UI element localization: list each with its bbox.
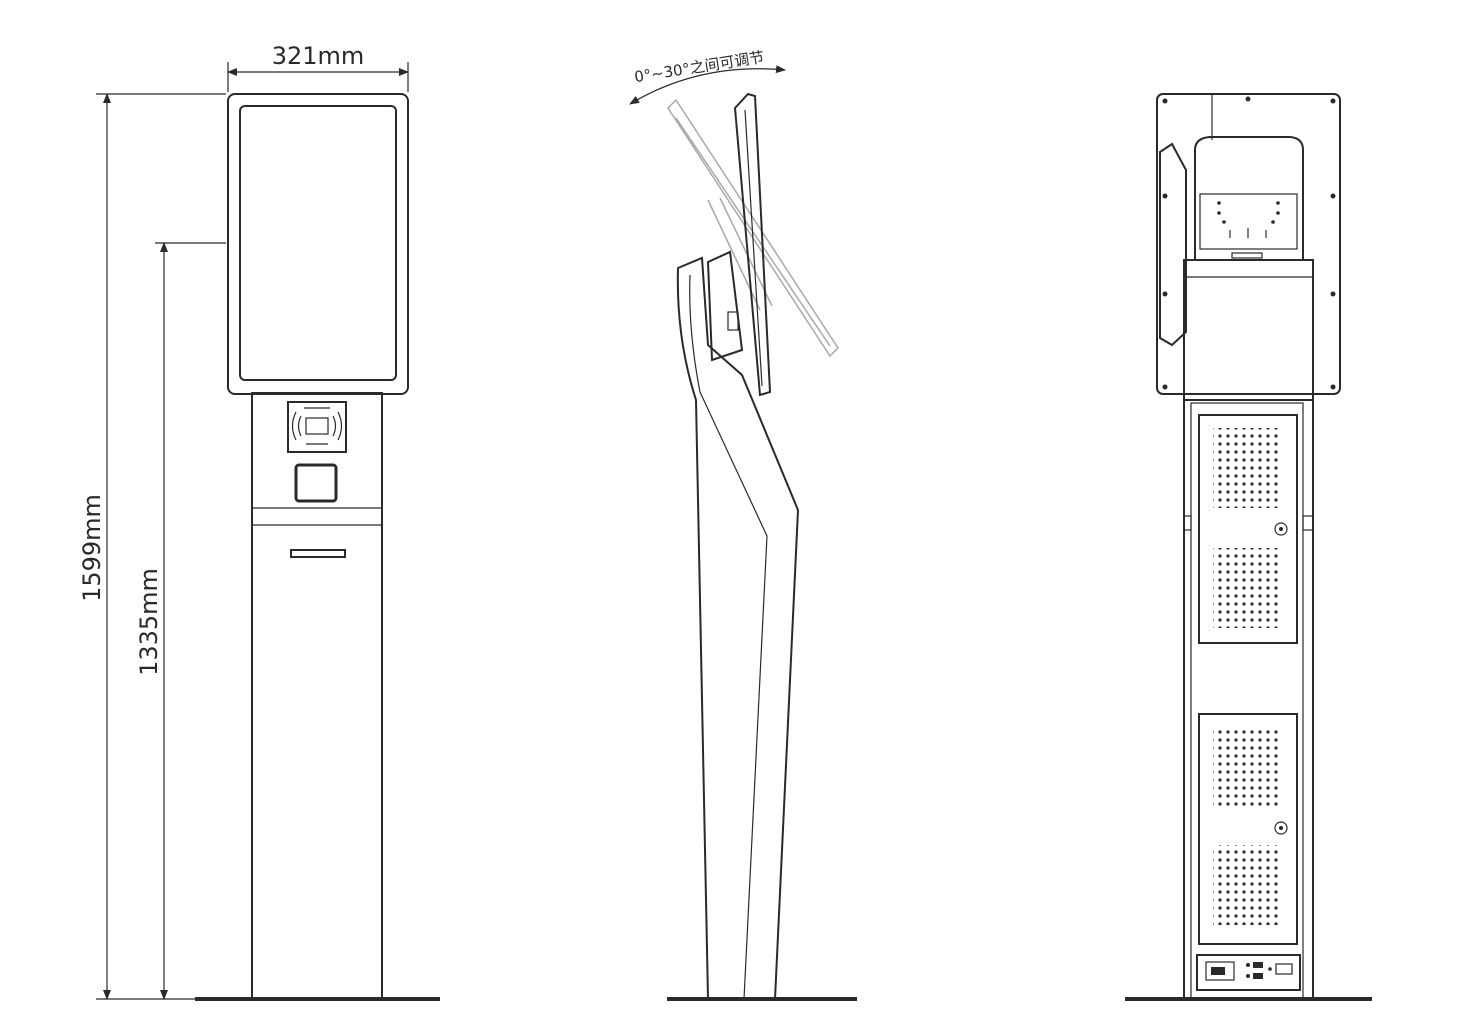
total-height-dimension: 1599mm: [78, 93, 250, 1000]
side-bracket: [706, 250, 744, 362]
front-pedestal: [251, 392, 383, 1000]
vesa-plate: [1199, 193, 1298, 250]
screen-height-dimension: 1335mm: [135, 242, 226, 1000]
rear-panel-screws: [1162, 96, 1336, 390]
tilt-arc: [629, 65, 786, 105]
lower-door-lock-icon: [1274, 821, 1288, 835]
side-view: 0°~30°之间可调节: [629, 48, 857, 1001]
rear-upper-block: [1183, 259, 1314, 401]
nfc-reader: [287, 401, 347, 453]
tilt-note: 0°~30°之间可调节: [633, 48, 765, 86]
rear-screen-panel: [1156, 93, 1341, 395]
rear-mount-arch: [1194, 136, 1304, 260]
rear-side-handle: [1159, 142, 1187, 347]
rear-lower-door: [1198, 713, 1298, 945]
screen-housing: [227, 93, 409, 395]
scanner-window: [294, 463, 338, 503]
receipt-slot: [290, 549, 346, 558]
total-height-label: 1599mm: [78, 494, 106, 602]
screen-display: [239, 105, 397, 381]
screen-height-label: 1335mm: [135, 568, 163, 676]
width-dimension: 321mm: [227, 42, 409, 92]
width-dimension-label: 321mm: [272, 42, 365, 70]
upper-door-lock-icon: [1274, 522, 1288, 536]
side-screen: [733, 92, 772, 397]
front-view: [195, 93, 440, 1001]
side-body: [676, 256, 800, 1000]
rear-upper-door: [1198, 414, 1298, 644]
rear-view: [1125, 93, 1372, 1001]
rear-io-panel: [1196, 954, 1301, 991]
